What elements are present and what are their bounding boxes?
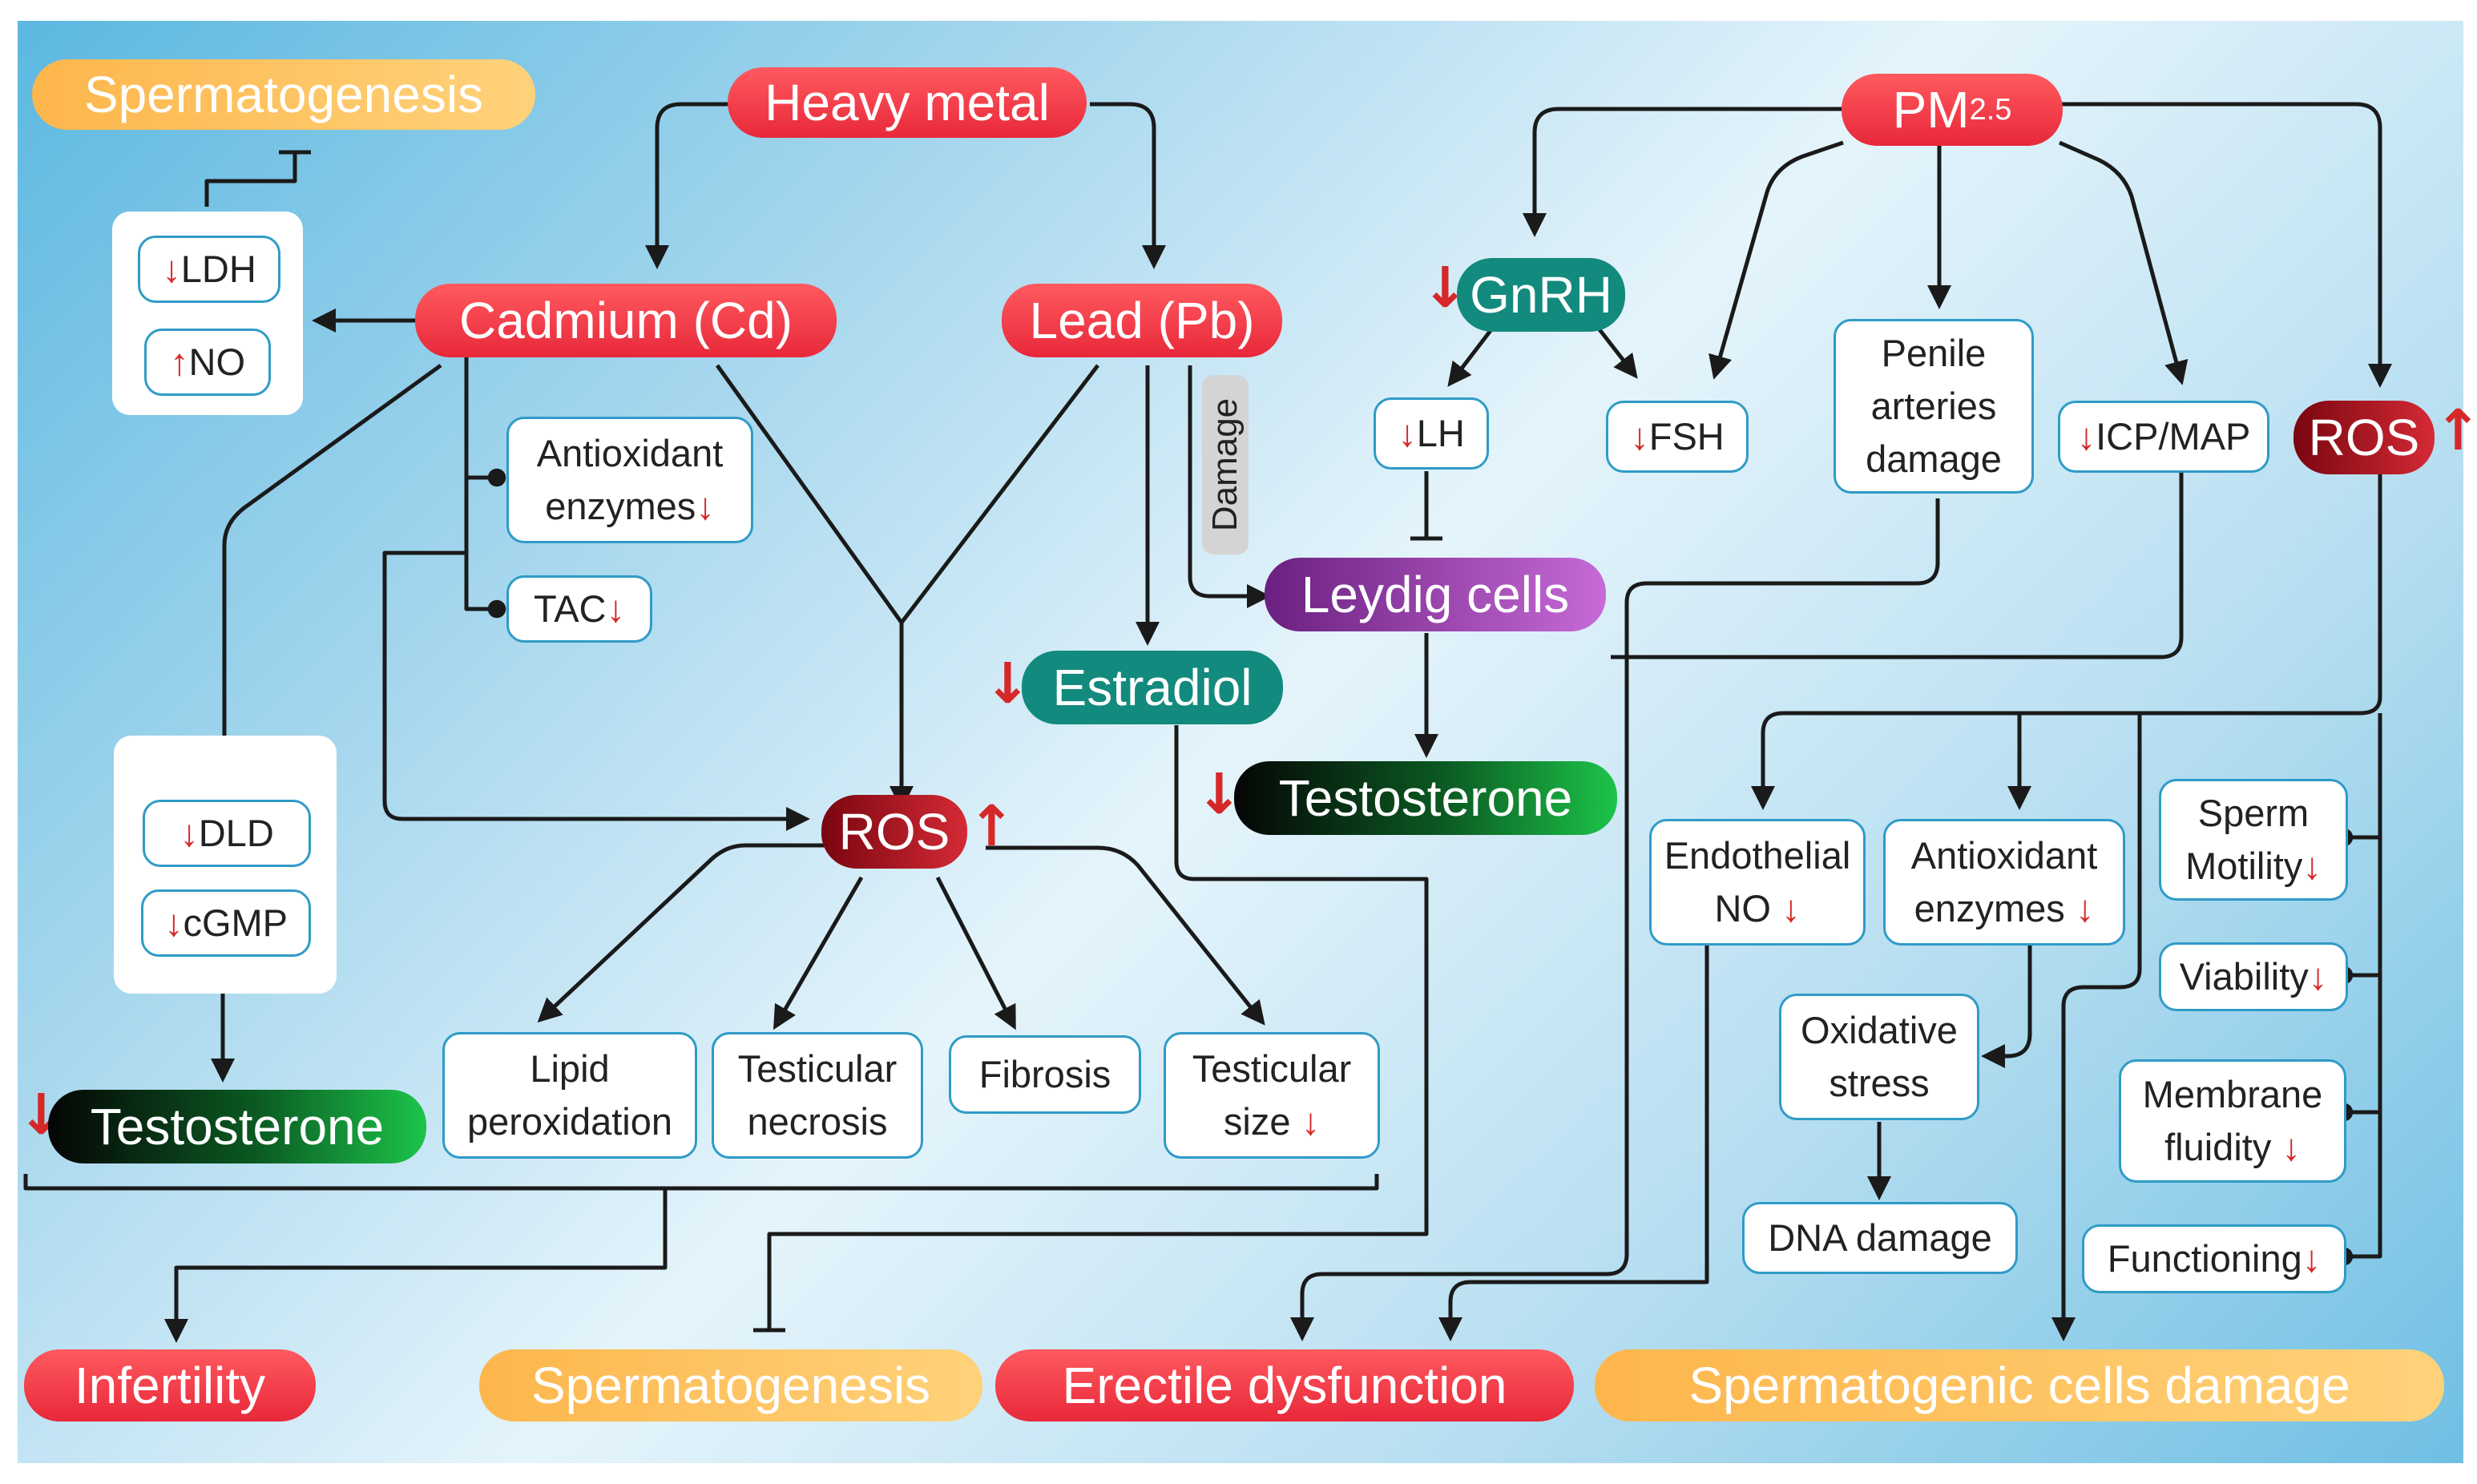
arrow-down-icon: ↓ (696, 485, 715, 527)
lh-box: ↓LH (1374, 397, 1489, 470)
erectile-dysfunction-label: Erectile dysfunction (995, 1349, 1574, 1421)
arrow-down-icon: ↓ (606, 587, 626, 630)
antioxidant-enzymes-right-box: Antioxidant enzymes ↓ (1883, 819, 2125, 946)
spermatogenic-cells-damage-label: Spermatogenic cells damage (1595, 1349, 2444, 1421)
tac-box: TAC↓ (506, 575, 652, 643)
heavy-metal-node: Heavy metal (728, 67, 1087, 138)
gnrh-node: GnRH (1457, 258, 1625, 332)
arrow-down-icon: ↓ (2281, 1126, 2301, 1168)
testosterone-center-node: Testosterone (1234, 761, 1617, 835)
arrow-down-icon: ↓ (180, 812, 199, 854)
fsh-box: ↓FSH (1606, 401, 1749, 473)
cadmium-node: Cadmium (Cd) (415, 284, 837, 357)
viability-box: Viability↓ (2159, 942, 2348, 1011)
lead-node: Lead (Pb) (1002, 284, 1282, 357)
icp-map-box: ↓ICP/MAP (2058, 401, 2269, 473)
testosterone-left-node: Testosterone (48, 1090, 426, 1163)
damage-label: Damage (1202, 375, 1249, 554)
arrow-down-icon: ↓ (2302, 845, 2322, 887)
spermatogenesis-bottom-label: Spermatogenesis (479, 1349, 982, 1421)
antioxidant-enzymes-left-box: Antioxidant enzymes↓ (506, 417, 753, 543)
arrow-down-icon: ↓ (1301, 1100, 1321, 1143)
diagram-background (18, 21, 2463, 1463)
endothelial-no-box: Endothelial NO ↓ (1649, 819, 1866, 946)
arrow-up-icon: ↑ (170, 341, 189, 383)
membrane-fluidity-box: Membrane fluidity ↓ (2119, 1059, 2346, 1183)
arrow-down-icon: ↓ (1781, 887, 1801, 930)
arrow-down-icon: ↓ (1630, 415, 1649, 458)
arrow-down-icon: ↓ (162, 248, 181, 290)
arrow-down-icon: ↓ (163, 901, 184, 944)
dld-box: ↓DLD (143, 800, 311, 867)
sperm-motility-box: Sperm Motility↓ (2159, 779, 2348, 901)
dna-damage-box: DNA damage (1742, 1202, 2018, 1274)
arrow-down-icon: ↓ (2076, 415, 2096, 458)
ldh-box: ↓LDH (138, 236, 280, 303)
cgmp-box: ↓cGMP (141, 889, 311, 957)
leydig-cells-node: Leydig cells (1265, 558, 1606, 631)
no-box: ↑NO (144, 329, 271, 396)
estradiol-node: Estradiol (1022, 651, 1283, 724)
ros-center-node: ROS (821, 795, 967, 869)
arrow-down-icon: ↓ (2075, 887, 2095, 930)
fibrosis-box: Fibrosis (949, 1035, 1141, 1114)
functioning-box: Functioning↓ (2082, 1224, 2346, 1293)
ros-right-node: ROS (2293, 401, 2435, 474)
infertility-label: Infertility (24, 1349, 316, 1421)
spermatogenesis-top-label: Spermatogenesis (32, 59, 535, 130)
arrow-up-icon: ↑ (2435, 397, 2477, 463)
testicular-size-box: Testicular size ↓ (1164, 1032, 1380, 1159)
arrow-down-icon: ↓ (1398, 412, 1417, 454)
arrow-up-icon: ↑ (968, 793, 1015, 859)
arrow-down-icon: ↓ (2308, 955, 2328, 998)
arrow-down-icon: ↓ (2302, 1237, 2322, 1280)
